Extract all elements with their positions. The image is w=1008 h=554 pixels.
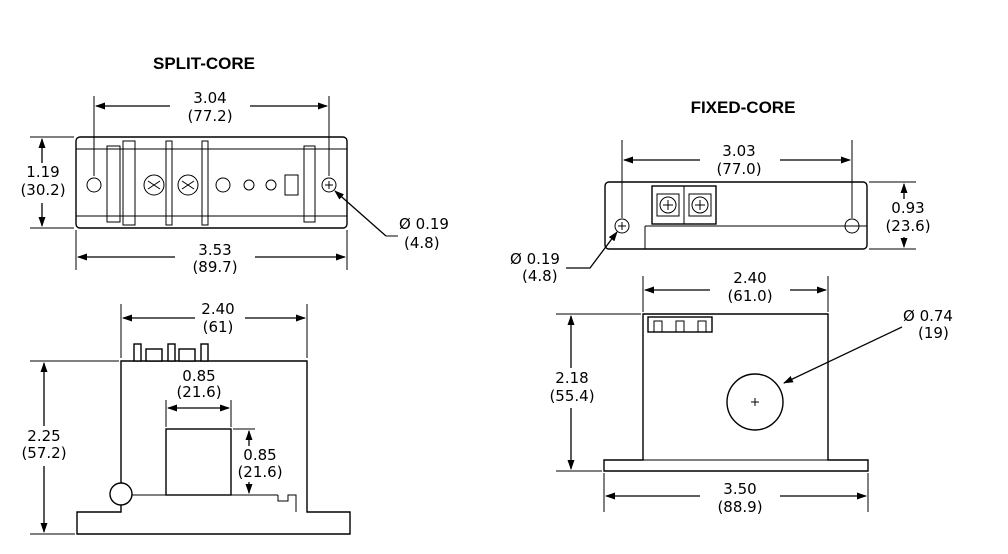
fixed-core-body-width-mm: (61.0): [727, 287, 772, 305]
fixed-core-height-in: 0.93: [891, 199, 924, 217]
fixed-core-hole-dia-in: Ø 0.19: [510, 250, 560, 268]
split-core-front-view: [76, 343, 351, 535]
split-core-window-width-mm: (21.6): [176, 383, 221, 401]
fixed-core-base-length-mm: (88.9): [717, 498, 762, 516]
split-core-hole-dia-in: Ø 0.19: [399, 215, 449, 233]
fixed-core-front-view: [603, 313, 869, 472]
fixed-core-hole-dia-mm: (4.8): [522, 267, 558, 285]
fixed-core-mount-spacing-mm: (77.0): [716, 160, 761, 178]
split-core-mount-spacing-in: 3.04: [193, 89, 226, 107]
split-core-overall-height-mm: (57.2): [21, 444, 66, 462]
split-core-window-width-in: 0.85: [182, 367, 215, 385]
split-core-window-height-in: 0.85: [243, 446, 276, 464]
fixed-core-base-length-in: 3.50: [723, 480, 756, 498]
split-core-window-height-mm: (21.6): [237, 463, 282, 481]
split-core-title: SPLIT-CORE: [153, 54, 255, 73]
fixed-core-height-mm: (23.6): [885, 217, 930, 235]
split-core-top-view: [75, 136, 348, 229]
fixed-core-height-front-in: 2.18: [555, 369, 588, 387]
split-core-overall-height-in: 2.25: [27, 427, 60, 445]
fixed-core-title: FIXED-CORE: [691, 98, 796, 117]
split-core-length-in: 3.53: [198, 241, 231, 259]
fixed-core-aperture-dia-in: Ø 0.74: [903, 307, 953, 325]
split-core-hole-dia-mm: (4.8): [404, 234, 440, 252]
fixed-core-height-front-mm: (55.4): [549, 387, 594, 405]
split-core-height-mm: (30.2): [20, 181, 65, 199]
split-core-body-width-mm: (61): [203, 318, 234, 336]
split-core-length-mm: (89.7): [192, 258, 237, 276]
split-core-body-width-in: 2.40: [201, 300, 234, 318]
split-core-height-in: 1.19: [26, 163, 59, 181]
split-core-mount-spacing-mm: (77.2): [187, 107, 232, 125]
fixed-core-top-view: [604, 181, 868, 250]
fixed-core-aperture-dia-mm: (19): [918, 324, 949, 342]
fixed-core-mount-spacing-in: 3.03: [722, 142, 755, 160]
fixed-core-body-width-in: 2.40: [733, 269, 766, 287]
